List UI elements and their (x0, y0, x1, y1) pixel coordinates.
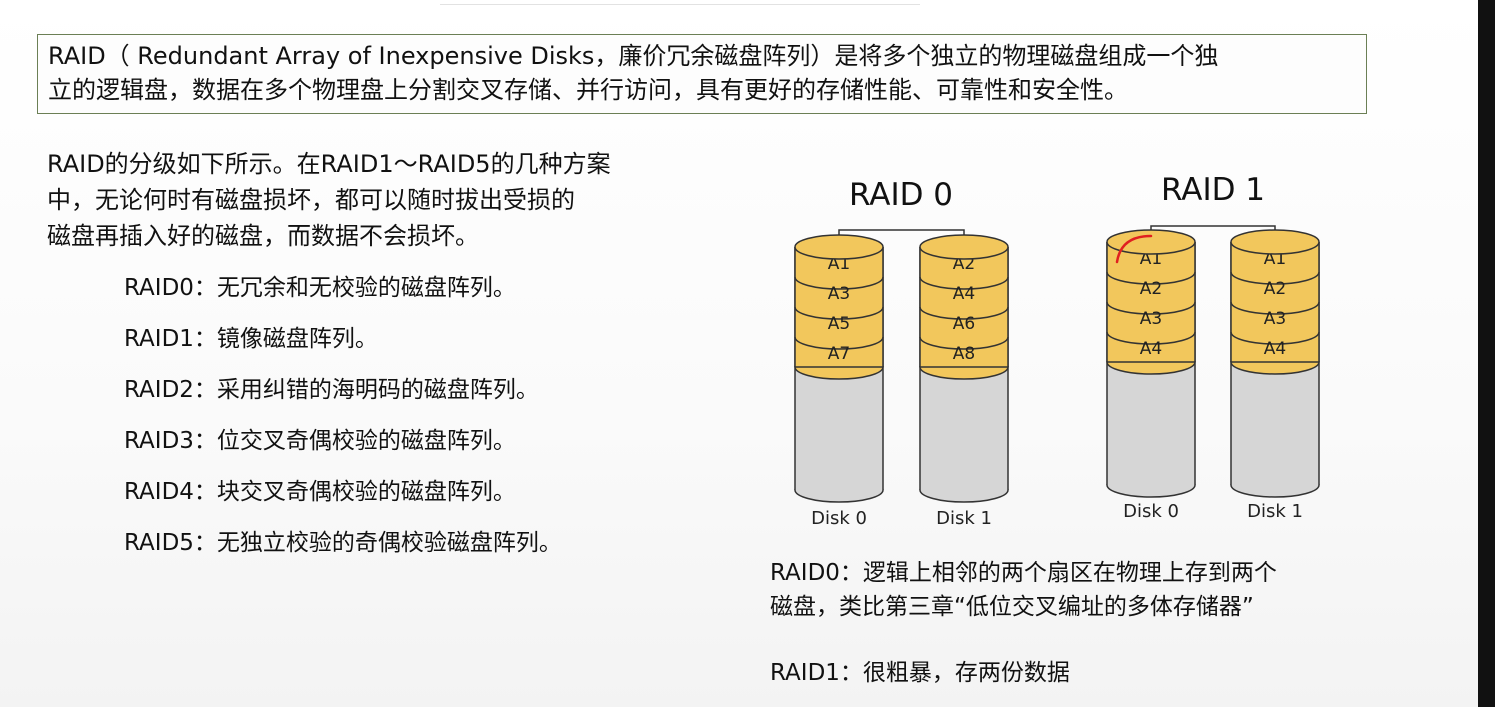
raid0-disk1-top-cap (919, 234, 1009, 260)
raid1-disk0-block-divider (1106, 331, 1196, 345)
raid1-disk1-block-divider (1230, 301, 1320, 315)
raid1-disk0-block-label: A4 (1140, 339, 1162, 359)
raid1-disk0-body-cover (1107, 362, 1195, 485)
note-spacer (770, 624, 1430, 656)
raid1-disk0-label: Disk 0 (1123, 501, 1179, 522)
raid0-disk0-block-bottom (794, 366, 884, 380)
note-raid0-line-1: RAID0：逻辑上相邻的两个扇区在物理上存到两个 (770, 560, 1277, 586)
level-raid4: RAID4：块交叉奇偶校验的磁盘阵列。 (124, 479, 516, 505)
para-line-1: RAID的分级如下所示。在RAID1～RAID5的几种方案 (47, 150, 611, 178)
raid0-title: RAID 0 (849, 177, 953, 213)
raid0-disk1-block-area (920, 247, 1008, 367)
intro-box: RAID（ Redundant Array of Inexpensive Dis… (37, 34, 1367, 114)
raid0-disk0-block-divider (794, 276, 884, 290)
raid1-title: RAID 1 (1161, 172, 1265, 208)
raid1-disk1-block-divider (1230, 331, 1320, 345)
raid0-disk0-block-label: A3 (828, 284, 850, 304)
level-raid5: RAID5：无独立校验的奇偶校验磁盘阵列。 (124, 530, 562, 556)
raid1-disk0-block-divider (1106, 271, 1196, 285)
raid1-disk1-block-divider (1230, 271, 1320, 285)
raid1-disk0-block-label: A2 (1140, 279, 1162, 299)
raid1-disk1-block-bottom (1230, 361, 1320, 375)
raid0-disk1-block-label: A4 (953, 284, 975, 304)
raid0-disk0-block-divider (794, 336, 884, 350)
raid1-disk1-body-cover (1231, 362, 1319, 485)
red-annotation-mark (1115, 234, 1153, 264)
raid0-disk1-block-label: A8 (953, 344, 975, 364)
raid0-disk1-block-divider (919, 306, 1009, 320)
raid0-disk0-top-cap (794, 234, 884, 260)
raid1-disk0-block-bottom (1106, 361, 1196, 375)
raid0-disk0-label: Disk 0 (811, 508, 867, 529)
raid-levels-intro: RAID的分级如下所示。在RAID1～RAID5的几种方案 中，无论何时有磁盘损… (47, 146, 707, 254)
top-divider (440, 0, 920, 5)
raid1-disk0-top-cap (1106, 229, 1196, 255)
raid1-disk1-top-cap (1230, 229, 1320, 255)
raid0-disk1-label: Disk 1 (936, 508, 992, 529)
notes: RAID0：逻辑上相邻的两个扇区在物理上存到两个 磁盘，类比第三章“低位交叉编址… (770, 556, 1430, 690)
raid1-disk1-block-label: A4 (1264, 339, 1286, 359)
intro-line-2: 立的逻辑盘，数据在多个物理盘上分割交叉存储、并行访问，具有更好的存储性能、可靠性… (48, 76, 1128, 104)
raid0-disk1-block-divider (919, 276, 1009, 290)
level-raid3: RAID3：位交叉奇偶校验的磁盘阵列。 (124, 428, 516, 454)
note-raid0-line-2: 磁盘，类比第三章“低位交叉编址的多体存储器” (770, 594, 1254, 620)
raid0-disk0-body-cover (795, 367, 883, 490)
raid0-disk1-body-cover (920, 367, 1008, 490)
para-line-3: 磁盘再插入好的磁盘，而数据不会损坏。 (47, 222, 479, 250)
raid0-disk0-block-divider (794, 306, 884, 320)
raid1-disk0-block-divider (1106, 301, 1196, 315)
raid0-disk1-block-divider (919, 336, 1009, 350)
note-raid1: RAID1：很粗暴，存两份数据 (770, 660, 1070, 686)
raid0-disk1-block-bottom (919, 366, 1009, 380)
raid0-disk0-block-label: A7 (828, 344, 850, 364)
raid1-disk1-label: Disk 1 (1247, 501, 1303, 522)
window-edge (1478, 0, 1495, 707)
raid1-disk1-block-label: A2 (1264, 279, 1286, 299)
level-raid0: RAID0：无冗余和无校验的磁盘阵列。 (124, 275, 516, 301)
raid1-disk1-block-label: A3 (1264, 309, 1286, 329)
level-raid1: RAID1：镜像磁盘阵列。 (124, 326, 378, 352)
raid-levels-list: RAID0：无冗余和无校验的磁盘阵列。 RAID1：镜像磁盘阵列。 RAID2：… (124, 270, 724, 576)
para-line-2: 中，无论何时有磁盘损坏，都可以随时拔出受损的 (47, 186, 575, 214)
raid0-disk1-block-label: A6 (953, 314, 975, 334)
intro-line-1: RAID（ Redundant Array of Inexpensive Dis… (48, 42, 1219, 70)
raid1-disk0-block-label: A3 (1140, 309, 1162, 329)
raid0-disk0-block-area (795, 247, 883, 367)
level-raid2: RAID2：采用纠错的海明码的磁盘阵列。 (124, 377, 539, 403)
raid1-disk0-block-area (1107, 242, 1195, 362)
raid0-disk0-block-label: A5 (828, 314, 850, 334)
raid1-disk1-block-area (1231, 242, 1319, 362)
